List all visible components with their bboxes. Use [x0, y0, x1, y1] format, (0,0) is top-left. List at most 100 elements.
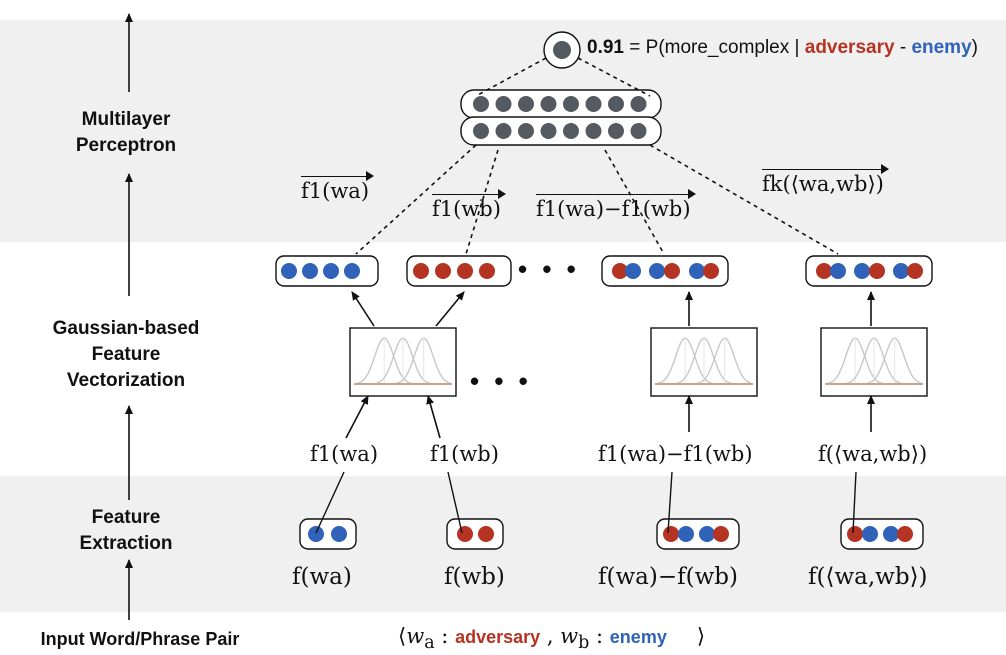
extraction-dot [457, 526, 473, 542]
extraction-dot [331, 526, 347, 542]
mlp-neuron [518, 96, 534, 112]
vector-label-2: f1(wb) [432, 189, 506, 220]
input-stage-label: Input Word/Phrase Pair [40, 629, 240, 649]
extraction-label-1: f(wa) [292, 564, 352, 590]
output-equals: = [623, 37, 646, 58]
vector-dot [281, 263, 297, 279]
extraction-dot [897, 526, 913, 542]
input-word-b: enemy [609, 627, 667, 647]
input-wa-var: w [406, 624, 425, 648]
mlp-label-line1: Multilayer [81, 109, 171, 130]
output-probability: 0.91 = P(more_complex | adversary - enem… [587, 37, 978, 59]
extraction-label-line2: Extraction [79, 533, 173, 554]
feature-label-2: f1(wb) [430, 442, 499, 466]
vector-label-1: f1(wa) [301, 171, 375, 202]
input-close-bracket: ⟩ [696, 624, 706, 648]
output-word-a: adversary [804, 37, 895, 58]
vector-dot [302, 263, 318, 279]
feature-label-1: f1(wa) [310, 442, 379, 466]
gaussian-box [349, 327, 457, 397]
gaussian-stage-label: Gaussian-based Feature Vectorization [36, 316, 216, 394]
output-dash: - [894, 37, 912, 58]
vector-dot [907, 263, 923, 279]
extraction-vectors [299, 518, 924, 550]
extraction-dot [663, 526, 679, 542]
vector-dot [344, 263, 360, 279]
output-word-b: enemy [911, 37, 972, 58]
mlp-neuron [495, 96, 512, 112]
vector-dot [649, 263, 665, 279]
output-neuron [543, 31, 581, 69]
input-wb-sub: b [578, 633, 590, 654]
mlp-neuron [540, 96, 557, 112]
vector-ellipsis: • • • [518, 254, 580, 284]
mlp-stage-label: Multilayer Perceptron [56, 107, 196, 159]
extraction-dot [699, 526, 715, 542]
hidden-layer-2 [460, 116, 662, 146]
vector-dot [830, 263, 846, 279]
input-open-bracket: ⟨ [398, 624, 407, 648]
vector-dot [816, 263, 832, 279]
extraction-label-line1: Feature [91, 507, 161, 528]
extraction-dot [862, 526, 878, 542]
extraction-stage-label: Feature Extraction [66, 505, 186, 557]
input-pair: ⟨wa : adversary , wb : enemy⟩ [398, 624, 705, 653]
feature-label-4: f(⟨wa,wb⟩) [818, 442, 928, 466]
output-prob-close: ) [971, 37, 978, 58]
mlp-label-line2: Perceptron [75, 135, 177, 156]
gaussian-label-line3: Vectorization [66, 370, 186, 391]
input-word-a: adversary [455, 627, 541, 647]
mlp-neuron [608, 123, 624, 139]
mlp-neuron [585, 96, 602, 112]
feature-to-gaussian-arrows [345, 395, 875, 439]
dotted-connections [355, 57, 839, 255]
mlp-neuron [630, 123, 647, 139]
output-prob-open: P(more_complex | [645, 37, 805, 58]
gaussian-box [820, 327, 928, 397]
gaussian-to-vector-arrows [351, 291, 875, 327]
vector-dot [893, 263, 909, 279]
gaussian-label-line2: Feature [91, 344, 161, 365]
mlp-neuron [473, 96, 489, 112]
extraction-dot [678, 526, 694, 542]
mlp-layers [460, 89, 662, 146]
vector-dot [689, 263, 705, 279]
input-comma: , [540, 624, 561, 648]
input-wa-sub: a [424, 633, 435, 654]
extraction-label-3: f(wa)−f(wb) [598, 564, 738, 590]
input-colon-b: : [589, 624, 610, 648]
vector-dot [869, 263, 885, 279]
mlp-neuron [518, 123, 534, 139]
gaussian-ellipsis: • • • [470, 366, 532, 396]
gaussian-box [650, 327, 758, 397]
vector-dot [854, 263, 870, 279]
mlp-neuron [585, 123, 602, 139]
mlp-neuron [630, 96, 647, 112]
vector-dot [457, 263, 473, 279]
extraction-dot [883, 526, 899, 542]
vector-dot [664, 263, 680, 279]
extraction-dot [847, 526, 863, 542]
input-wb-var: w [560, 624, 579, 648]
extraction-label-2: f(wb) [444, 564, 505, 590]
vector-label-3: f1(wa)−f1(wb) [536, 189, 696, 220]
mlp-neuron [540, 123, 557, 139]
vector-dot [625, 263, 641, 279]
mlp-neuron [608, 96, 624, 112]
extraction-dot [478, 526, 494, 542]
extraction-label-4: f(⟨wa,wb⟩) [808, 564, 928, 590]
vector-dot [435, 263, 451, 279]
vector-dot [612, 263, 628, 279]
extraction-dot [308, 526, 324, 542]
mlp-neuron [473, 123, 489, 139]
mlp-neuron [563, 123, 579, 139]
gaussian-label-line1: Gaussian-based [52, 318, 200, 339]
input-colon-a: : [434, 624, 456, 648]
extraction-connectors [315, 471, 857, 534]
output-score: 0.91 [587, 37, 624, 58]
gaussian-boxes [349, 327, 928, 397]
feature-label-3: f1(wa)−f1(wb) [598, 442, 753, 466]
extraction-box-2 [446, 518, 504, 550]
vector-dot [479, 263, 495, 279]
